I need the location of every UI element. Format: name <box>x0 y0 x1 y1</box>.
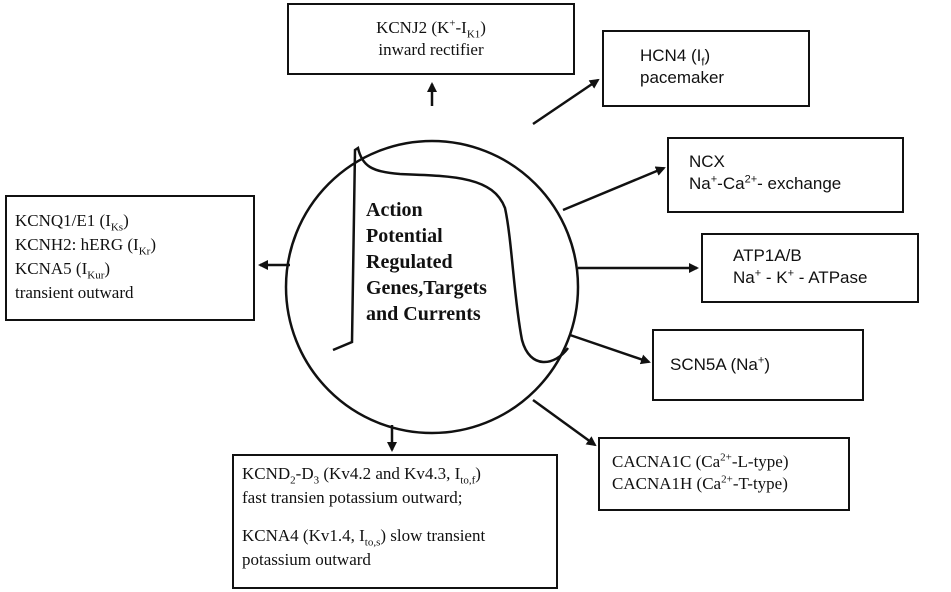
arrow-to-cacna <box>532 398 597 447</box>
kcnj2-line-2: inward rectifier <box>378 40 484 59</box>
ncx-line-1: NCX <box>689 152 725 171</box>
kcnq-line-4: transient outward <box>15 283 134 302</box>
center-title-line: and Currents <box>366 303 481 325</box>
kcnd-line-2: fast transien potassium outward; <box>242 488 463 507</box>
kcnq-line-1: KCNQ1/E1 (IKs) <box>15 211 129 234</box>
arrow-to-hcn4 <box>532 78 600 126</box>
cacna-box: CACNA1C (Ca2+-L-type) CACNA1H (Ca2+-T-ty… <box>598 437 850 511</box>
kcnj2-box: KCNJ2 (K+-IK1) inward rectifier <box>287 3 575 75</box>
scn5a-line-1: SCN5A (Na+) <box>670 354 770 374</box>
kcnj2-line-1: KCNJ2 (K+-IK1) <box>376 17 486 41</box>
scn5a-box: SCN5A (Na+) <box>652 329 864 401</box>
kcnd-line-1: KCND2-D3 (Kv4.2 and Kv4.3, Ito,f) <box>242 464 481 487</box>
kcnd-line-3: KCNA4 (Kv1.4, Ito,s) slow transient <box>242 526 486 549</box>
center-title-line: Action <box>366 199 423 221</box>
arrow-to-scn5a <box>569 333 651 365</box>
center-title-line: Regulated <box>366 251 453 273</box>
center-title-line: Genes,Targets <box>366 277 487 299</box>
ncx-box: NCX Na+-Ca2+- exchange <box>667 137 904 213</box>
arrow-to-ncx <box>562 166 666 212</box>
hcn4-box: HCN4 (If) pacemaker <box>602 30 810 107</box>
kcnq-line-2: KCNH2: hERG (IKr) <box>15 235 156 258</box>
atp1a-box: ATP1A/B Na+ - K+ - ATPase <box>701 233 919 303</box>
hcn4-line-1: HCN4 (If) <box>640 46 711 69</box>
kcnq-box: KCNQ1/E1 (IKs) KCNH2: hERG (IKr) KCNA5 (… <box>5 195 255 321</box>
ncx-line-2: Na+-Ca2+- exchange <box>689 173 842 193</box>
cacna-line-2: CACNA1H (Ca2+-T-type) <box>612 473 788 493</box>
kcnd-box: KCND2-D3 (Kv4.2 and Kv4.3, Ito,f) fast t… <box>232 454 558 589</box>
hcn4-line-2: pacemaker <box>640 68 725 87</box>
atp1a-line-2: Na+ - K+ - ATPase <box>733 267 868 287</box>
kcnd-line-4: potassium outward <box>242 550 371 569</box>
atp1a-line-1: ATP1A/B <box>733 246 802 265</box>
center-title: Action Potential Regulated Genes,Targets… <box>366 197 487 327</box>
center-title-line: Potential <box>366 225 443 247</box>
kcnq-line-3: KCNA5 (IKur) <box>15 259 111 282</box>
cacna-line-1: CACNA1C (Ca2+-L-type) <box>612 451 789 471</box>
action-potential-curve <box>332 145 570 364</box>
